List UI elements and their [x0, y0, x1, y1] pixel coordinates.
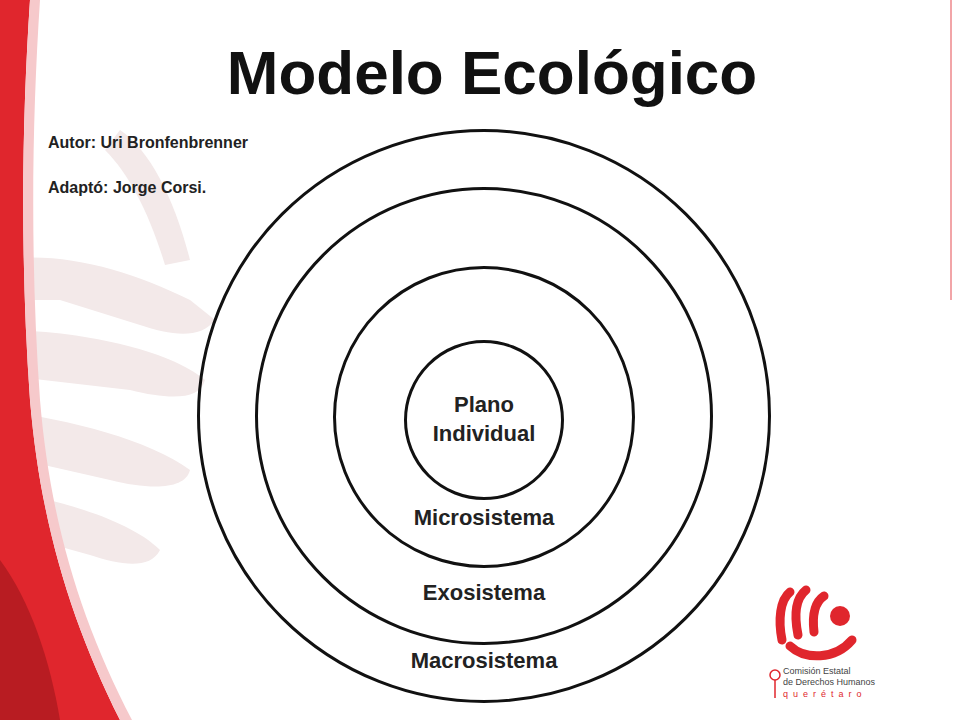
pink-stripe — [23, 0, 132, 720]
ring-label: Plano Individual — [419, 391, 549, 448]
ring-label: Exosistema — [423, 579, 545, 608]
title: Modelo Ecológico — [227, 37, 757, 108]
individual-circle: Plano Individual — [404, 340, 564, 500]
logo-text: Comisión Estatal — [783, 666, 851, 676]
ring-label: Microsistema — [414, 504, 555, 533]
circle-stroke — [335, 268, 634, 567]
exosystem-ring: Exosistema Microsistema Plano Individual — [255, 187, 713, 645]
circle-stroke — [199, 131, 770, 702]
circle-stroke — [257, 189, 712, 644]
microsystem-ring: Microsistema Plano Individual — [333, 266, 635, 568]
macrosystem-ring: Macrosistema Exosistema Microsistema Plano … — [197, 129, 771, 703]
logo-text: querétaro — [783, 689, 867, 699]
circle-outline — [404, 340, 564, 500]
ring-label: Macrosistema — [411, 647, 558, 676]
right-edge-line — [950, 0, 952, 300]
logo-text: de Derechos Humanos — [783, 677, 875, 687]
dark-red-corner — [0, 560, 60, 720]
red-band — [0, 0, 120, 720]
circle-stroke — [406, 342, 563, 499]
author-note: Autor: Uri Bronfenbrenner — [48, 134, 248, 152]
adapter-note: Adaptó: Jorge Corsi. — [48, 179, 206, 197]
